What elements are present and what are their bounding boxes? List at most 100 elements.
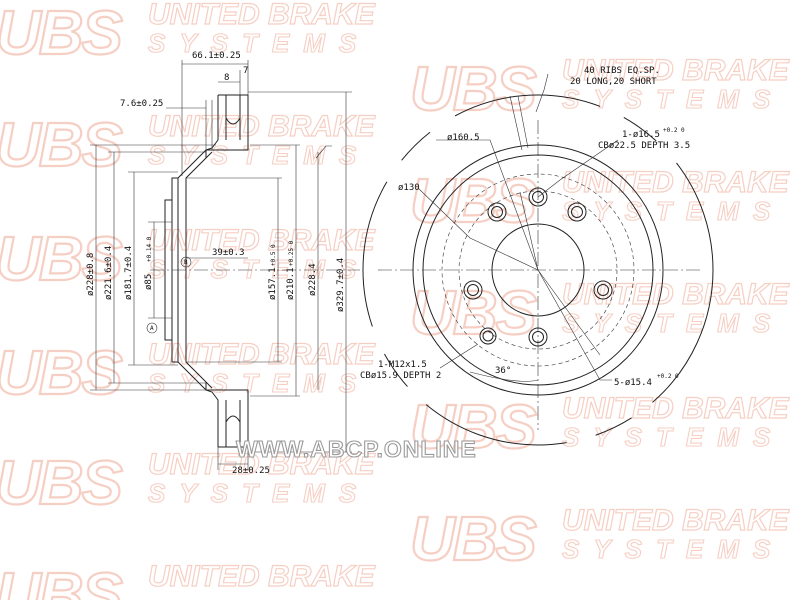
leader-bolt-holes (537, 269, 612, 381)
watermark-block: UBS UNITED BRAKE (0, 559, 376, 600)
flatness-leader (315, 145, 332, 159)
vane-bottom (225, 400, 241, 447)
watermark-block: UBS UNITED BRAKE SYSTEMS (409, 53, 790, 125)
dim-d85: ø85 (144, 274, 154, 290)
dim-d157: ø157.1 (268, 267, 278, 300)
watermark-line1: UNITED BRAKE (148, 110, 376, 143)
watermark-logo: UBS (410, 167, 537, 236)
watermark-logo: UBS (0, 449, 123, 518)
website-watermark: WWW.ABCP.ONLINE (236, 436, 477, 462)
watermark-line2: SYSTEMS (148, 28, 370, 58)
watermark-block: UBS UNITED BRAKE SYSTEMS (409, 391, 790, 463)
bolt-hole (528, 327, 548, 347)
front-view: 40 RIBS EQ.SP. 20 LONG,20 SHORT ø160.5 1… (360, 66, 714, 446)
thread-counterbore-label: CBø15.9 DEPTH 2 (360, 371, 441, 381)
bolt-hole (593, 280, 613, 300)
watermark-block: UBS UNITED BRAKE SYSTEMS (0, 109, 376, 181)
thread-label: 1-M12x1.5 (378, 360, 427, 370)
dim-thickness: 28±0.25 (232, 466, 270, 476)
dim-overall-width: 66.1±0.25 (192, 51, 241, 61)
pcd-label: ø160.5 (447, 133, 480, 143)
dim-d221: ø221.6±0.4 (104, 246, 114, 300)
watermark-block: UBS UNITED BRAKE SYSTEMS (409, 277, 790, 349)
ribs-count-label: 40 RIBS EQ.SP. (584, 66, 660, 76)
watermark-line2: SYSTEMS (562, 422, 784, 452)
bolt-holes-tol: +0.2 0 (657, 373, 679, 380)
angle-arc (469, 371, 539, 382)
vane-top (225, 95, 241, 140)
watermark-line1: UNITED BRAKE (148, 224, 376, 257)
watermark-block: UBS UNITED BRAKE SYSTEMS (0, 0, 376, 69)
watermark-line1: UNITED BRAKE (562, 278, 790, 311)
dim-hub-depth: 39±0.3 (212, 248, 245, 258)
datum-b-marker (180, 256, 192, 268)
watermark-line1: UNITED BRAKE (148, 0, 376, 31)
dim-d210: ø210.1 (286, 267, 296, 300)
watermark-line2: SYSTEMS (148, 478, 370, 508)
watermark-block: UBS UNITED BRAKE SYSTEMS (409, 503, 790, 575)
watermark-line2: SYSTEMS (562, 196, 784, 226)
hole-circle-label: ø130 (398, 183, 420, 193)
bore-hole-label: 1-ø16.5 (622, 130, 660, 140)
dim-vane-8: 8 (224, 73, 229, 83)
datum-a-label: A (150, 325, 154, 332)
watermark-logo: UBS (410, 393, 537, 462)
watermark-block: UBS UNITED BRAKE SYSTEMS (0, 337, 376, 409)
watermark-block: UBS UNITED BRAKE SYSTEMS (0, 447, 376, 519)
bore-counterbore-label: CBø22.5 DEPTH 3.5 (598, 141, 690, 151)
threaded-hole (479, 327, 497, 345)
watermark-line2: SYSTEMS (148, 140, 370, 170)
ribs-type-label: 20 LONG,20 SHORT (570, 77, 657, 87)
watermark-line2: SYSTEMS (562, 84, 784, 114)
side-section-view: 66.1±0.25 8 7 7.6±0.25 39±0.3 28±0.25 ø2… (86, 51, 360, 476)
rib-mark (509, 95, 529, 151)
angle-ref-line (537, 269, 601, 356)
watermark-logo: UBS (0, 0, 123, 68)
watermark-logo: UBS (0, 225, 123, 294)
watermark-logo: UBS (410, 505, 537, 574)
bore-hole-tol: +0.2 0 (663, 127, 685, 134)
dim-d85-tol: +0.14 0 (146, 236, 153, 262)
leader-bore-hole (537, 139, 619, 198)
dim-d228: ø228±0.8 (86, 253, 96, 296)
watermark-logo: UBS (410, 279, 537, 348)
watermark-line2: SYSTEMS (562, 308, 784, 338)
watermark-line1: UNITED BRAKE (562, 166, 790, 199)
outer-disc-edge (362, 94, 714, 446)
dim-hat-wall: 7.6±0.25 (120, 99, 163, 109)
bolt-hole (528, 187, 548, 207)
leader-d130 (417, 187, 539, 271)
friction-ring-bottom (205, 382, 249, 448)
bolt-hole (487, 202, 507, 222)
datum-a-marker (146, 322, 158, 334)
watermark-logo: UBS (0, 111, 123, 180)
watermark-line1: UNITED BRAKE (148, 448, 376, 481)
watermark-logo: UBS (0, 339, 123, 408)
ribs-leader (535, 73, 549, 113)
watermark-line1: UNITED BRAKE (148, 560, 376, 593)
dim-d228-4: ø228.4 (308, 263, 318, 296)
dim-d329: ø329.7±0.4 (336, 258, 346, 312)
watermark-logo: UBS (0, 561, 123, 600)
dim-d210-tol: +0.25 0 (288, 240, 295, 266)
watermark-line1: UNITED BRAKE (562, 392, 790, 425)
watermark-logo: UBS (410, 55, 537, 124)
watermark-line1: UNITED BRAKE (562, 504, 790, 537)
dim-d181: ø181.7±0.4 (124, 246, 134, 300)
leader-d160 (436, 139, 539, 271)
dim-vane-7: 7 (243, 66, 248, 76)
angle-label: 36° (495, 366, 511, 376)
leader-thread (439, 343, 479, 369)
bolt-hole (463, 280, 483, 300)
angle-ref-line (519, 191, 539, 271)
dim-d157-tol: +0.5 0 (270, 244, 277, 266)
watermark-block: UBS UNITED BRAKE SYSTEMS (409, 165, 790, 237)
watermark-block: UBS UNITED BRAKE SYSTEMS (0, 223, 376, 295)
datum-b-label: B (184, 259, 188, 266)
bolt-hole (567, 202, 587, 222)
watermark-line2: SYSTEMS (562, 534, 784, 564)
watermark-line1: UNITED BRAKE (562, 54, 790, 87)
bolt-holes-label: 5-ø15.4 (614, 378, 652, 388)
